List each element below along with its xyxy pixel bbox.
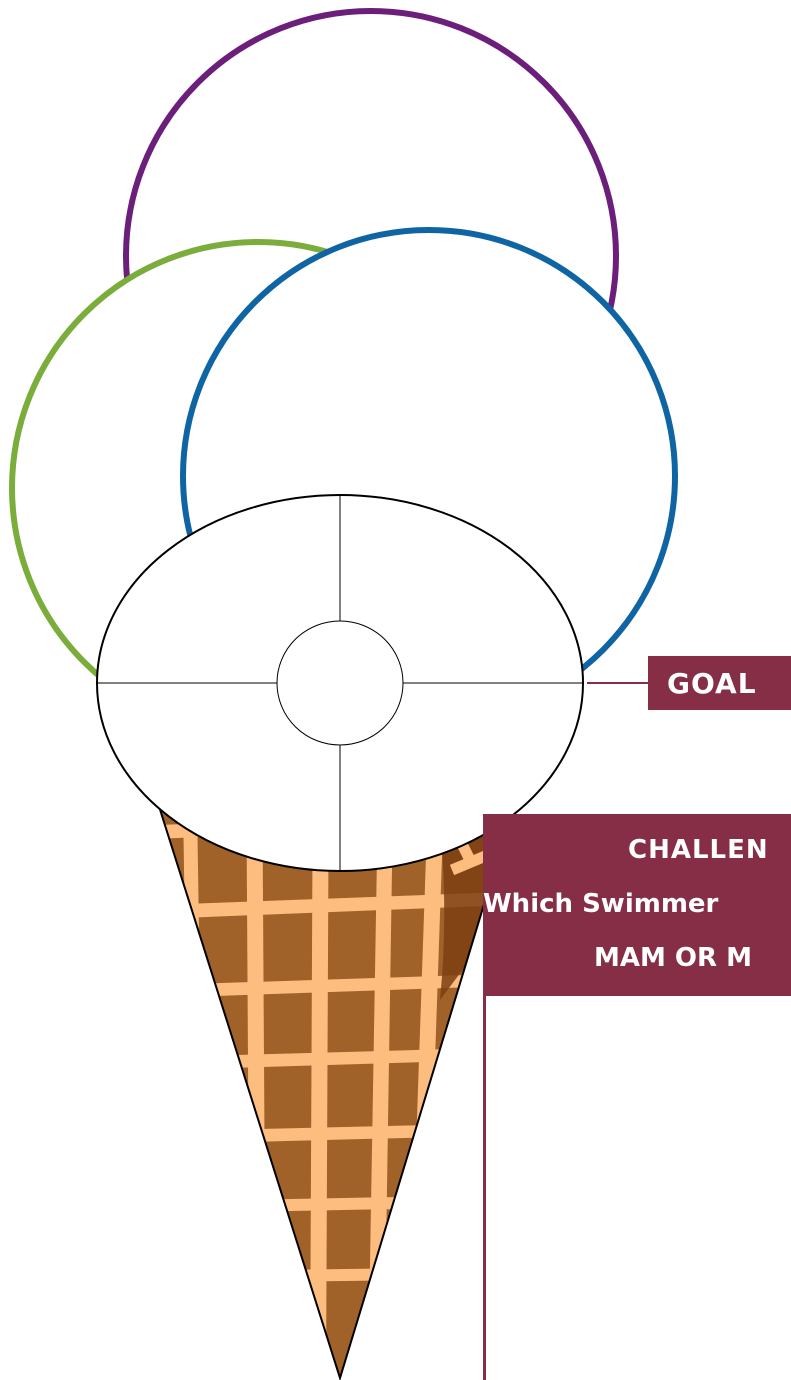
- challenge-answer-area: [483, 996, 791, 1380]
- center-circle: [277, 621, 403, 745]
- challenge-options: MAM OR M: [594, 943, 752, 973]
- challenge-title: CHALLEN: [628, 835, 769, 865]
- goal-label: GOAL: [648, 656, 791, 710]
- challenge-header: CHALLEN Which Swimmer MAM OR M: [483, 814, 791, 996]
- challenge-box: CHALLEN Which Swimmer MAM OR M: [483, 814, 791, 1380]
- challenge-question: Which Swimmer: [483, 889, 718, 919]
